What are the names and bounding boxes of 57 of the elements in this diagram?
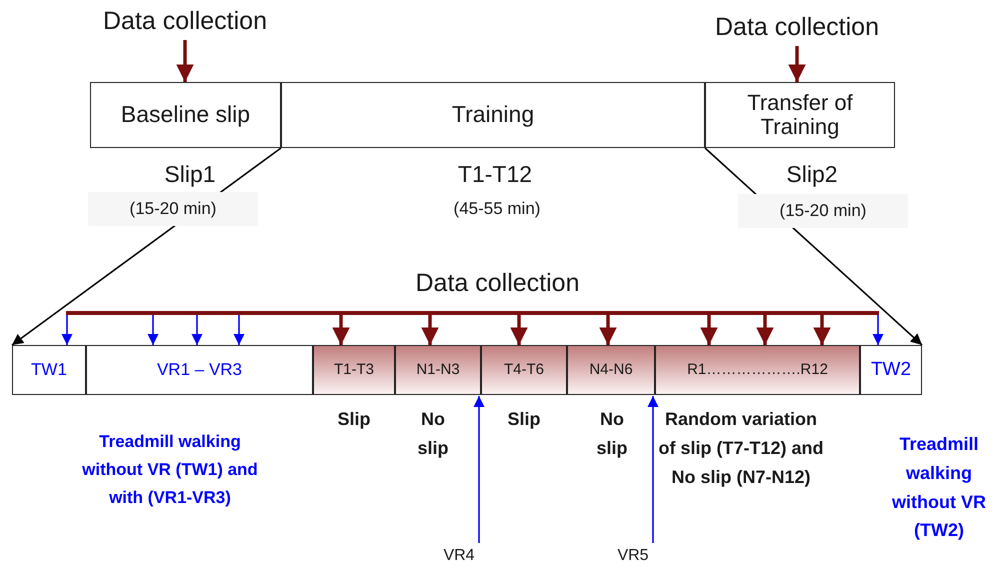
arrow xyxy=(872,315,884,345)
box-label: Transfer of Training xyxy=(746,90,854,140)
arrow xyxy=(647,396,659,543)
box-label: N1-N3 xyxy=(416,362,460,378)
segment-box xyxy=(567,345,655,395)
stage-box xyxy=(281,82,705,148)
condition-label: Slip xyxy=(336,408,372,431)
segment-box xyxy=(655,345,860,395)
duration-label: (15-20 min) xyxy=(738,194,908,228)
box-label: Training xyxy=(452,102,534,128)
caption-text: VR4 xyxy=(443,547,475,565)
arrow xyxy=(510,315,528,345)
arrow xyxy=(421,315,439,345)
caption-text: Data collection xyxy=(103,8,267,36)
stage-box xyxy=(705,82,895,148)
duration-label: (45-55 min) xyxy=(452,198,542,220)
box-label: T4-T6 xyxy=(504,362,544,378)
caption-text: VR5 xyxy=(617,547,649,565)
session-label: Slip2 xyxy=(785,160,839,189)
duration-label: (15-20 min) xyxy=(88,192,258,226)
arrow xyxy=(233,315,245,345)
condition-label: Random variation of slip (T7-T12) and No slip (N7-N12) xyxy=(657,408,824,489)
stage-box xyxy=(12,345,86,395)
stage-box xyxy=(90,82,281,148)
caption-text: Data collection xyxy=(715,14,879,42)
segment-box xyxy=(481,345,567,395)
stage-box xyxy=(860,345,922,395)
arrow xyxy=(176,40,194,82)
arrow xyxy=(813,315,831,345)
arrow xyxy=(473,396,485,543)
box-label: VR1 – VR3 xyxy=(156,360,242,380)
session-label: T1-T12 xyxy=(456,160,534,189)
caption-text: Data collection xyxy=(414,268,580,298)
condition-label: No slip xyxy=(416,408,450,460)
box-label: Baseline slip xyxy=(120,102,250,128)
arrow xyxy=(332,315,350,345)
arrow xyxy=(756,315,774,345)
segment-box xyxy=(313,345,395,395)
condition-label: Treadmill walking without VR (TW2) xyxy=(891,433,987,542)
box-label: T1-T3 xyxy=(334,362,374,378)
arrow xyxy=(599,315,617,345)
segment-box xyxy=(395,345,481,395)
box-label: TW1 xyxy=(31,360,67,380)
arrow xyxy=(147,315,159,345)
box-label: R1……………….R12 xyxy=(687,362,828,378)
box-label: N4-N6 xyxy=(589,362,633,378)
arrow xyxy=(191,315,203,345)
bracket-bar xyxy=(66,311,879,315)
condition-label: No slip xyxy=(595,408,628,460)
condition-label: Slip xyxy=(506,408,542,431)
arrow xyxy=(61,315,73,345)
arrow xyxy=(700,315,718,345)
box-label: TW2 xyxy=(870,360,912,380)
stage-box xyxy=(86,345,313,395)
session-label: Slip1 xyxy=(163,160,217,189)
arrow xyxy=(788,46,806,82)
note-text: Treadmill walking without VR (TW1) and with (VR1-VR3) xyxy=(81,431,259,510)
